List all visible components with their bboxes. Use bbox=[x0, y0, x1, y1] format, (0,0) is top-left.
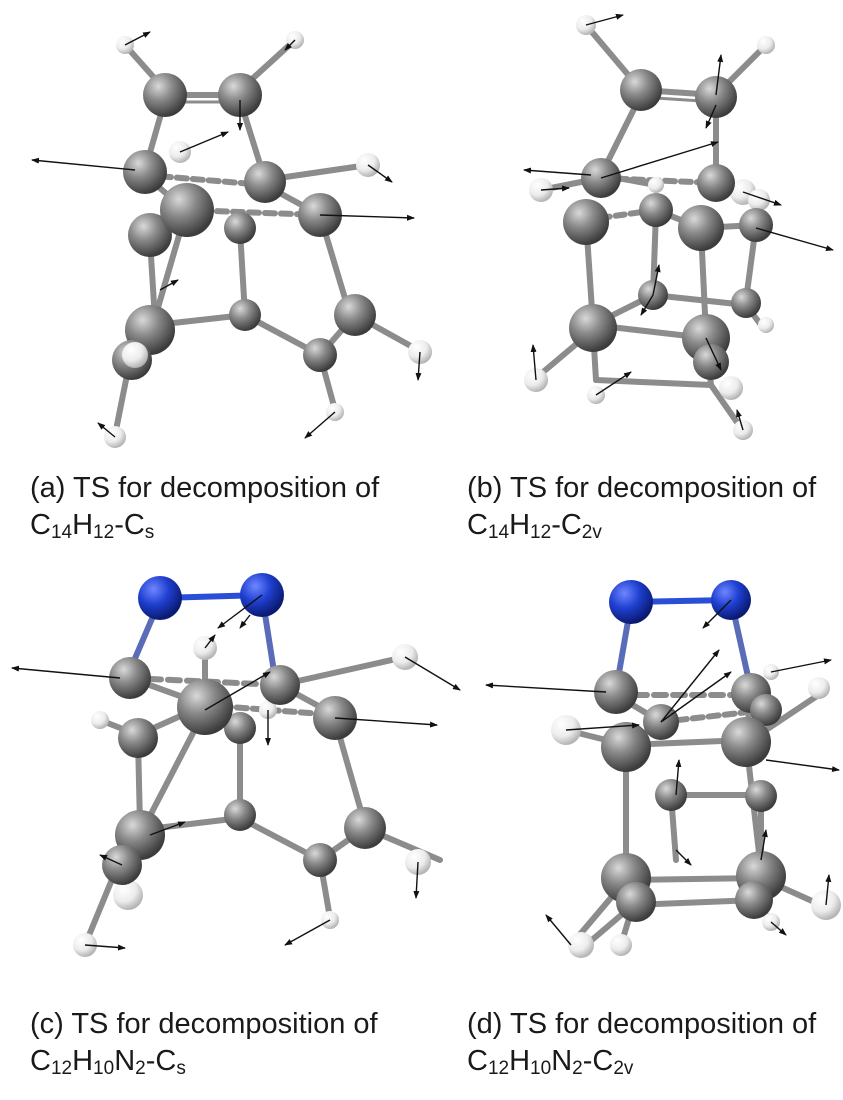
formula-part: C bbox=[30, 1045, 51, 1077]
caption-a: (a) TS for decomposition of C14H12-Cs bbox=[30, 470, 379, 544]
molecule-b bbox=[523, 13, 834, 440]
caption-d-formula: C12H10N2-C2v bbox=[467, 1043, 816, 1080]
formula-part: 2v bbox=[581, 522, 602, 543]
formula-part: C bbox=[467, 1045, 488, 1077]
caption-b-formula: C14H12-C2v bbox=[467, 507, 816, 544]
formula-part: C bbox=[467, 509, 488, 541]
formula-part: -C bbox=[145, 1045, 177, 1077]
formula-part: N bbox=[551, 1045, 573, 1077]
caption-b-line1: (b) TS for decomposition of bbox=[467, 472, 817, 504]
formula-part: H bbox=[72, 509, 94, 541]
caption-c-formula: C12H10N2-Cs bbox=[30, 1043, 378, 1080]
formula-part: H bbox=[72, 1045, 94, 1077]
panel-b: (b) TS for decomposition of C14H12-C2v bbox=[421, 0, 843, 560]
caption-d-line1: (d) TS for decomposition of bbox=[467, 1008, 817, 1040]
formula-part: 14 bbox=[50, 522, 73, 543]
formula-part: -C bbox=[582, 1045, 614, 1077]
formula-part: 12 bbox=[530, 522, 552, 543]
caption-d: (d) TS for decomposition of C12H10N2-C2v bbox=[467, 1006, 816, 1080]
formula-part: 2 bbox=[572, 1058, 583, 1079]
panel-d: (d) TS for decomposition of C12H10N2-C2v bbox=[421, 560, 843, 1100]
panel-a: (a) TS for decomposition of C14H12-Cs bbox=[0, 0, 432, 560]
caption-c: (c) TS for decomposition of C12H10N2-Cs bbox=[30, 1006, 378, 1080]
formula-part: 12 bbox=[50, 1058, 73, 1079]
caption-a-line1: (a) TS for decomposition of bbox=[30, 472, 380, 504]
formula-part: C bbox=[30, 509, 51, 541]
formula-part: -C bbox=[551, 509, 582, 541]
formula-part: 10 bbox=[530, 1058, 552, 1079]
molecule-c bbox=[11, 573, 461, 957]
formula-part: H bbox=[509, 1045, 531, 1077]
panel-c: (c) TS for decomposition of C12H10N2-Cs bbox=[0, 560, 461, 1100]
formula-part: 10 bbox=[93, 1058, 115, 1079]
molecule-a bbox=[31, 31, 432, 448]
formula-part: s bbox=[144, 522, 155, 543]
formula-part: s bbox=[176, 1058, 186, 1079]
molecule-d bbox=[485, 580, 841, 958]
formula-part: 2 bbox=[135, 1058, 146, 1079]
caption-b: (b) TS for decomposition of C14H12-C2v bbox=[467, 470, 816, 544]
formula-part: 2v bbox=[613, 1058, 634, 1079]
formula-part: 12 bbox=[487, 1058, 510, 1079]
formula-part: 12 bbox=[93, 522, 115, 543]
caption-c-line1: (c) TS for decomposition of bbox=[30, 1008, 378, 1040]
formula-part: -C bbox=[114, 509, 145, 541]
formula-part: H bbox=[509, 509, 531, 541]
caption-a-formula: C14H12-Cs bbox=[30, 507, 379, 544]
formula-part: N bbox=[114, 1045, 136, 1077]
formula-part: 14 bbox=[487, 522, 510, 543]
